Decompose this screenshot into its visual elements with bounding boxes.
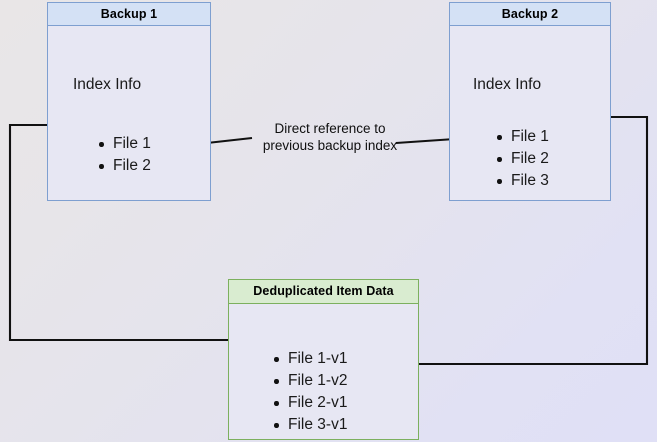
list-item: File 2-v1 (273, 392, 347, 414)
list-item: File 1 (98, 133, 151, 155)
node-backup-1[interactable]: Backup 1 Index Info File 1 File 2 (47, 2, 211, 201)
annotation-line-2: previous backup index (262, 138, 398, 153)
list-item: File 3 (496, 170, 549, 192)
list-item: File 2 (496, 148, 549, 170)
node-deduplicated-title: Deduplicated Item Data (229, 280, 418, 304)
node-deduplicated-file-list: File 1-v1 File 1-v2 File 2-v1 File 3-v1 (273, 348, 347, 436)
node-backup-1-title: Backup 1 (48, 3, 210, 26)
list-item: File 1-v1 (273, 348, 347, 370)
node-backup-1-subtitle: Index Info (73, 76, 142, 93)
list-item: File 1-v2 (273, 370, 347, 392)
node-deduplicated-item-data[interactable]: Deduplicated Item Data File 1-v1 File 1-… (228, 279, 419, 440)
list-item: File 2 (98, 155, 151, 177)
list-item: File 1 (496, 126, 549, 148)
node-backup-2-file-list: File 1 File 2 File 3 (496, 126, 549, 192)
node-backup-2[interactable]: Backup 2 Index Info File 1 File 2 File 3 (449, 2, 611, 201)
annotation-direct-reference: Direct reference to previous backup inde… (255, 120, 405, 154)
node-backup-2-subtitle: Index Info (473, 76, 542, 93)
node-backup-1-file-list: File 1 File 2 (98, 133, 151, 177)
annotation-line-1: Direct reference to (274, 121, 386, 136)
list-item: File 3-v1 (273, 414, 347, 436)
node-backup-2-title: Backup 2 (450, 3, 610, 26)
